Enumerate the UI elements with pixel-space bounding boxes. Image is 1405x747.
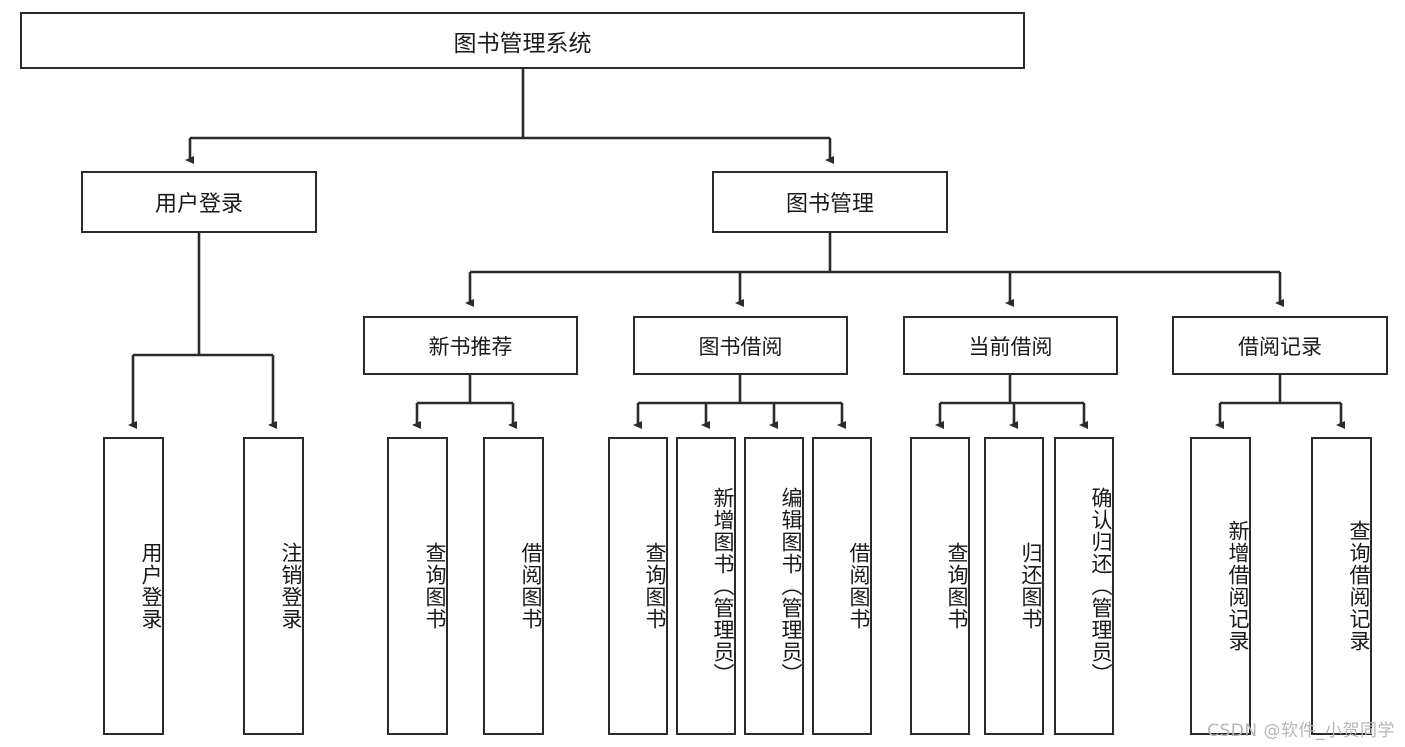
node-label: 查询图书 bbox=[945, 542, 969, 630]
node-label: 借阅记录 bbox=[1238, 334, 1322, 359]
leaf-node[interactable]: 借阅图书 bbox=[483, 437, 544, 735]
node-borrow-records[interactable]: 借阅记录 bbox=[1172, 316, 1388, 375]
node-book-borrowing[interactable]: 图书借阅 bbox=[633, 316, 848, 375]
leaf-node[interactable]: 归还图书 bbox=[984, 437, 1044, 735]
leaf-node[interactable]: 借阅图书 bbox=[812, 437, 872, 735]
node-label: 用户登录 bbox=[139, 542, 163, 630]
node-label: 图书借阅 bbox=[698, 334, 783, 359]
leaf-node[interactable]: 查询图书 bbox=[608, 437, 668, 735]
node-label: 查询借阅记录 bbox=[1347, 520, 1371, 652]
leaf-node[interactable]: 新增借阅记录 bbox=[1190, 437, 1251, 735]
node-label: 图书管理 bbox=[785, 192, 874, 217]
node-label: 当前借阅 bbox=[968, 334, 1053, 359]
node-label: 确认归还（管理员） bbox=[1089, 487, 1113, 685]
leaf-node[interactable]: 查询图书 bbox=[910, 437, 970, 735]
leaf-node[interactable]: 查询图书 bbox=[387, 437, 448, 735]
node-label: 编辑图书（管理员） bbox=[779, 487, 803, 685]
node-root[interactable]: 图书管理系统 bbox=[20, 12, 1025, 69]
node-label: 新书推荐 bbox=[428, 334, 513, 359]
node-label: 注销登录 bbox=[279, 542, 303, 630]
node-new-book-recommendation[interactable]: 新书推荐 bbox=[363, 316, 578, 375]
node-label: 借阅图书 bbox=[847, 542, 871, 630]
node-label: 查询图书 bbox=[643, 542, 667, 630]
leaf-node[interactable]: 注销登录 bbox=[243, 437, 304, 735]
leaf-node[interactable]: 用户登录 bbox=[103, 437, 164, 735]
node-label: 归还图书 bbox=[1019, 542, 1043, 630]
node-current-borrowing[interactable]: 当前借阅 bbox=[903, 316, 1118, 375]
node-label: 新增图书（管理员） bbox=[711, 487, 735, 685]
node-label: 新增借阅记录 bbox=[1226, 520, 1250, 652]
leaf-node[interactable]: 确认归还（管理员） bbox=[1054, 437, 1114, 735]
leaf-node[interactable]: 编辑图书（管理员） bbox=[744, 437, 804, 735]
csdn-watermark: CSDN @软件_小贺同学 bbox=[1207, 721, 1395, 741]
leaf-node[interactable]: 新增图书（管理员） bbox=[676, 437, 736, 735]
node-user-login[interactable]: 用户登录 bbox=[81, 171, 317, 233]
leaf-node[interactable]: 查询借阅记录 bbox=[1311, 437, 1372, 735]
node-book-management[interactable]: 图书管理 bbox=[712, 171, 948, 233]
node-label: 用户登录 bbox=[154, 192, 243, 217]
node-label: 查询图书 bbox=[423, 542, 447, 630]
node-label: 借阅图书 bbox=[519, 542, 543, 630]
node-label: 图书管理系统 bbox=[453, 30, 592, 57]
